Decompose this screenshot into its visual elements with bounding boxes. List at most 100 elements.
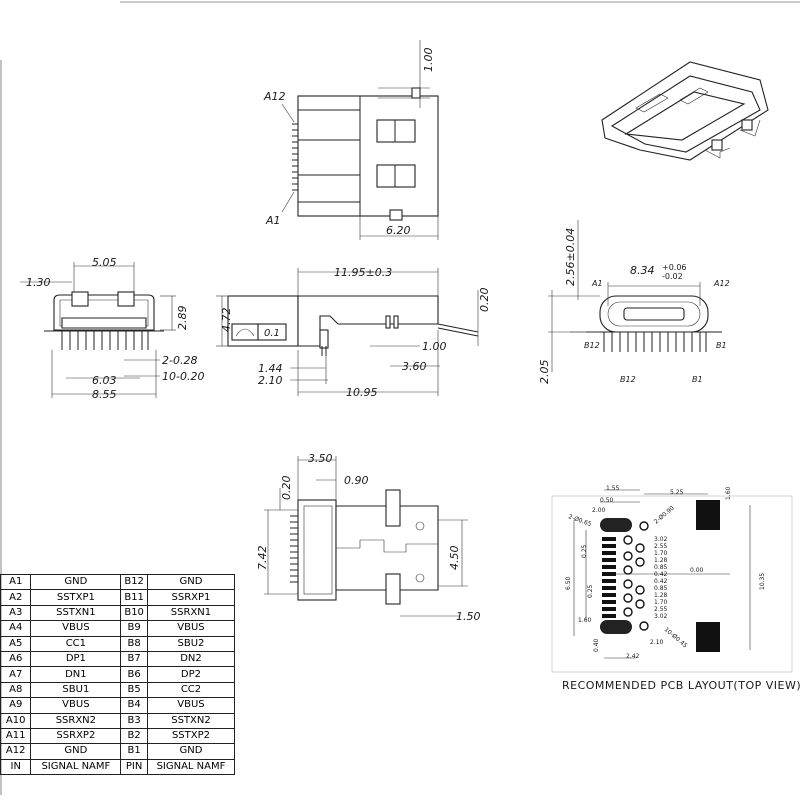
pcb-stack-dim: 1.28 <box>654 557 668 564</box>
pcb-dim-1-60-top: 1.60 <box>725 486 732 500</box>
pcb-dim-0-25-b: 0.25 <box>587 584 594 598</box>
pin-b-cell: B8 <box>120 635 148 652</box>
mating-dim-2-56: 2.56±0.04 <box>564 228 577 286</box>
mating-dim-2-05: 2.05 <box>538 360 551 385</box>
pin-b-cell: B12 <box>120 573 148 591</box>
signal-b-cell: DP2 <box>146 666 236 683</box>
pcb-stack-dim: 3.02 <box>654 536 668 543</box>
front-dim-10-0-20: 10-0.20 <box>162 370 204 383</box>
side-dim-11-95: 11.95±0.3 <box>334 266 392 279</box>
pin-b-cell: B10 <box>120 604 148 622</box>
pin-a-cell: A6 <box>0 650 32 668</box>
pin-a-cell: A8 <box>0 681 32 699</box>
pin-b-cell: B4 <box>120 697 148 714</box>
side-dim-2-10: 2.10 <box>258 374 283 387</box>
mating-pin-a1: A1 <box>591 279 603 288</box>
pin-a-cell: IN <box>0 758 32 776</box>
front-dim-6-03: 6.03 <box>92 374 117 387</box>
pcb-dim-0-25-a: 0.25 <box>581 544 588 558</box>
pin-b-cell: B6 <box>120 666 148 683</box>
signal-b-cell: SSTXP2 <box>146 727 236 745</box>
pin-b-cell: B5 <box>120 681 148 699</box>
signal-a-cell: CC1 <box>30 635 122 652</box>
pcb-stack-dim: 1.28 <box>654 592 668 599</box>
pin-a-cell: A3 <box>0 604 32 622</box>
bottom-dim-3-50: 3.50 <box>308 452 333 465</box>
pin-b-cell: B2 <box>120 727 148 745</box>
signal-b-cell: GND <box>146 743 236 760</box>
pcb-dim-5-25: 5.25 <box>670 489 684 496</box>
pin-b-cell: B11 <box>120 589 148 606</box>
signal-b-cell: SBU2 <box>146 635 236 652</box>
front-dim-2-89: 2.89 <box>176 306 189 331</box>
bottom-dim-1-50: 1.50 <box>456 610 481 623</box>
pcb-dim-10-dia-0-45: 10-Ø0.45 <box>663 626 689 649</box>
signal-a-cell: SSRXN2 <box>30 712 122 729</box>
top-view: A12 A1 1.00 6.20 <box>263 40 439 240</box>
pcb-stack-dim: 0.85 <box>654 585 668 592</box>
mating-tol-upper: +0.06 <box>662 263 687 272</box>
front-dim-8-55: 8.55 <box>92 388 117 401</box>
pcb-stack-dim: 1.70 <box>654 550 668 557</box>
pcb-dim-2-dia-0-65: 2-Ø0.65 <box>567 513 592 528</box>
pin-b-cell: B7 <box>120 650 148 668</box>
mating-pin-b1-b: B1 <box>692 375 703 384</box>
signal-b-cell: GND <box>146 573 236 591</box>
pcb-layout-title: RECOMMENDED PCB LAYOUT(TOP VIEW) <box>562 679 800 692</box>
pcb-dim-0-00: 0.00 <box>690 567 704 574</box>
iso-view <box>601 61 769 161</box>
mating-tol-lower: -0.02 <box>662 272 683 281</box>
front-dim-1-30: 1.30 <box>26 276 51 289</box>
pin-a-cell: A10 <box>0 712 32 729</box>
side-dim-0-20: 0.20 <box>478 288 491 313</box>
side-view: 11.95±0.3 0.20 4.72 0.1 1.00 1.44 3.60 2… <box>216 266 491 399</box>
pin-a-cell: A5 <box>0 635 32 652</box>
signal-b-cell: VBUS <box>146 620 236 637</box>
pin-a-cell: A9 <box>0 697 32 714</box>
mating-view: 2.56±0.04 8.34 +0.06 -0.02 2.05 A1 A12 B… <box>538 220 730 384</box>
pcb-layout: 1.55 0.50 2.00 5.25 1.60 2-Ø0.90 2-Ø0.65… <box>551 485 800 692</box>
pcb-stack-dim: 0.42 <box>654 578 668 585</box>
side-dim-1-00: 1.00 <box>422 340 447 353</box>
pcb-slot-bottom <box>600 620 632 634</box>
top-view-body <box>297 95 439 217</box>
pcb-stack-dim: 3.02 <box>654 613 668 620</box>
pcb-pad-top <box>696 500 720 530</box>
pcb-stack-dim: 0.42 <box>654 571 668 578</box>
pin-b-cell: B3 <box>120 712 148 729</box>
bottom-dim-0-90: 0.90 <box>344 474 369 487</box>
bottom-view: 3.50 0.90 0.20 7.42 4.50 1.50 <box>256 452 481 623</box>
pcb-dim-1-55: 1.55 <box>606 485 620 492</box>
pin-a-cell: A2 <box>0 589 32 606</box>
pcb-dim-1-60: 1.60 <box>578 617 592 624</box>
mating-dim-8-34: 8.34 <box>630 264 655 277</box>
pin-a-cell: A1 <box>0 573 32 591</box>
pcb-slot-top <box>600 518 632 532</box>
pcb-dim-2-42: 2.42 <box>626 653 640 660</box>
top-pin-label-a12: A12 <box>263 90 286 103</box>
pin-a-cell: A12 <box>0 743 32 760</box>
mating-pin-b12-a: B12 <box>584 341 600 350</box>
side-dim-0-1: 0.1 <box>264 328 280 339</box>
signal-b-cell: SSRXN1 <box>146 604 236 622</box>
bottom-dim-4-50: 4.50 <box>448 546 461 571</box>
signal-b-cell: CC2 <box>146 681 236 699</box>
pin-a-cell: A11 <box>0 727 32 745</box>
pcb-stack-dim: 0.85 <box>654 564 668 571</box>
side-dim-3-60: 3.60 <box>402 360 427 373</box>
signal-a-cell: DP1 <box>30 650 122 668</box>
pcb-dim-2-dia-0-90: 2-Ø0.90 <box>653 505 676 526</box>
side-dim-4-72: 4.72 <box>220 308 233 333</box>
front-dim-2-0-28: 2-0.28 <box>162 354 197 367</box>
pcb-dim-2-00: 2.00 <box>592 507 606 514</box>
